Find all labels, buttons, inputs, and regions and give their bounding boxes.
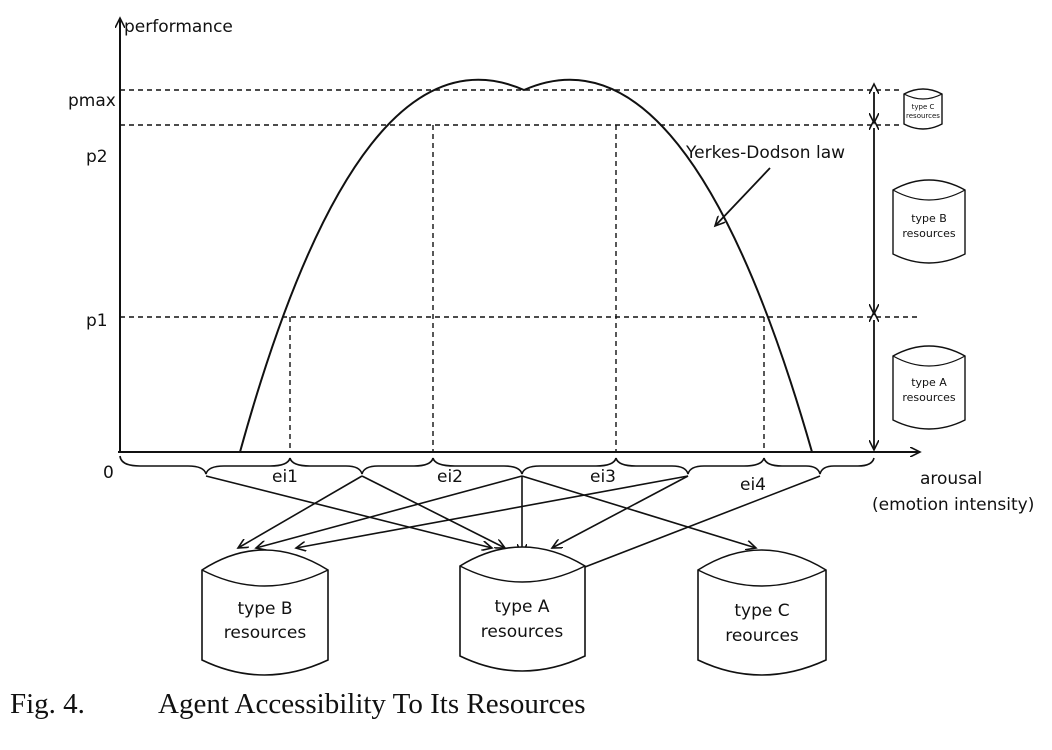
arrow-brace1-to-a xyxy=(205,475,492,548)
x-tick-ei3: ei3 xyxy=(590,467,616,487)
figure-caption: Fig. 4. Agent Accessibility To Its Resour… xyxy=(10,688,586,721)
arrow-brace4-to-a xyxy=(552,475,689,548)
bottom-b-line2: resources xyxy=(224,623,307,643)
side-c-line1: type C xyxy=(912,103,935,111)
arrow-brace2-to-a xyxy=(361,475,505,548)
brace-ei2-ei3 xyxy=(432,457,617,475)
arrow-brace3-to-c xyxy=(521,475,756,548)
curve-label: Yerkes-Dodson law xyxy=(685,143,845,163)
side-b-line2: resources xyxy=(902,227,956,240)
side-a-line1: type A xyxy=(911,376,947,389)
x-axis-label: arousal xyxy=(920,469,982,489)
yerkes-dodson-diagram: performance 0 arousal (emotion intensity… xyxy=(68,0,1034,676)
side-c-line2: resources xyxy=(906,112,940,120)
brace-ei1-ei2 xyxy=(289,457,434,475)
y-axis-label: performance xyxy=(124,17,233,37)
bottom-a-line2: resources xyxy=(481,622,564,642)
curve-pointer-arrow xyxy=(715,167,771,226)
x-tick-ei4: ei4 xyxy=(740,475,766,495)
arrow-brace5-to-a xyxy=(572,475,821,572)
yerkes-dodson-curve xyxy=(239,78,813,453)
x-axis-label-sub: (emotion intensity) xyxy=(872,495,1034,515)
bottom-a-line1: type A xyxy=(494,597,549,617)
bottom-c-line1: type C xyxy=(734,601,789,621)
figure-number: Fig. 4. xyxy=(10,688,85,720)
side-b-line1: type B xyxy=(911,212,947,225)
side-type-b-resources xyxy=(892,179,966,264)
bottom-b-line1: type B xyxy=(237,599,292,619)
x-tick-ei2: ei2 xyxy=(437,467,463,487)
brace-0-ei1 xyxy=(119,455,291,475)
side-type-a-resources xyxy=(892,345,966,430)
bottom-c-line2: reources xyxy=(725,626,799,646)
arrow-brace3-to-b xyxy=(256,475,523,548)
origin-label: 0 xyxy=(103,463,114,483)
figure-title: Agent Accessibility To Its Resources xyxy=(158,688,586,720)
brace-ei4-end xyxy=(763,457,875,475)
y-tick-p2: p2 xyxy=(86,147,108,167)
side-a-line2: resources xyxy=(902,391,956,404)
brace-ei3-ei4 xyxy=(615,457,765,475)
arrow-brace2-to-b xyxy=(238,475,363,548)
side-type-c-resources xyxy=(903,88,943,130)
y-tick-p1: p1 xyxy=(86,311,108,331)
arrow-brace4-to-b xyxy=(296,475,689,548)
x-tick-ei1: ei1 xyxy=(272,467,298,487)
y-tick-pmax: pmax xyxy=(68,91,116,111)
